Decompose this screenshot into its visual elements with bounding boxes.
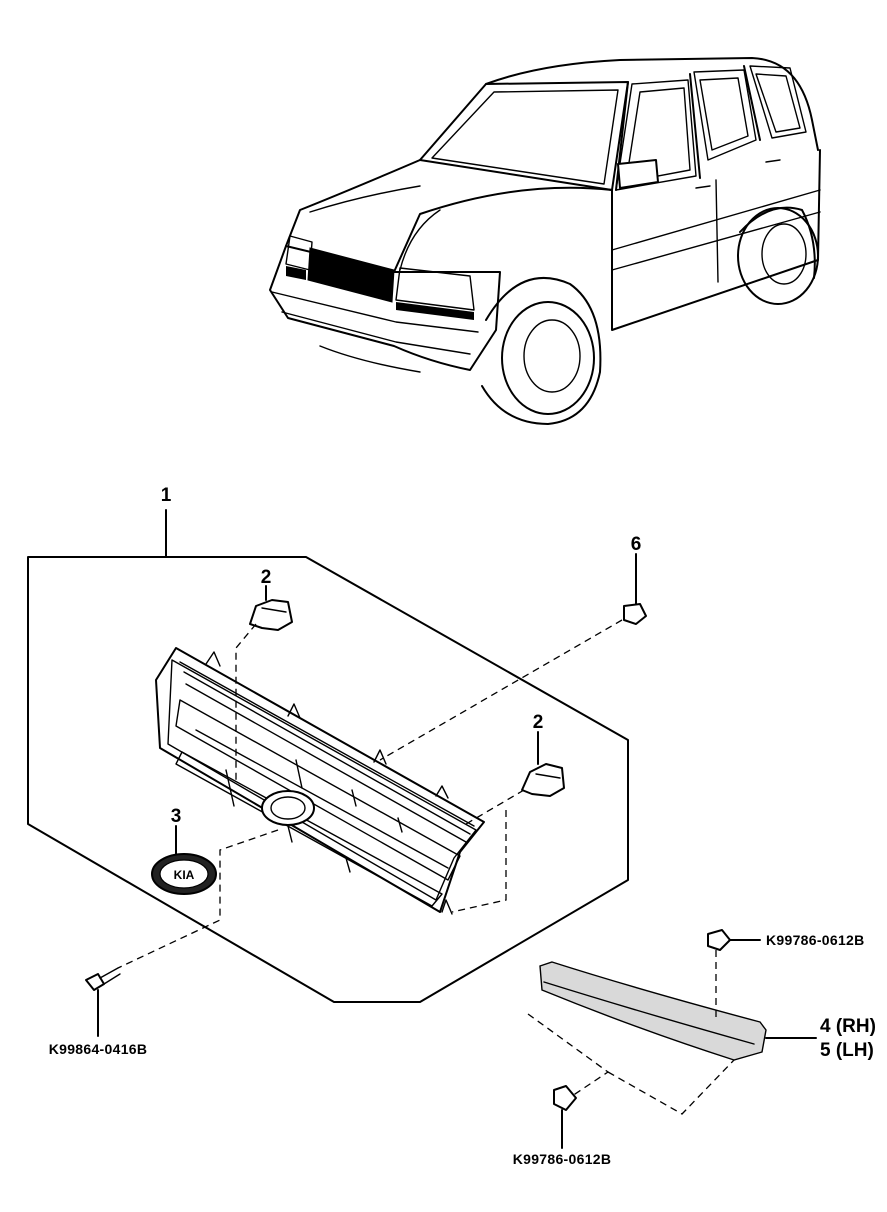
assembly-guide-lines xyxy=(117,619,735,1115)
part-number-clip-lower: K99786-0612B xyxy=(513,1151,612,1167)
clip-6: 6 xyxy=(623,534,647,625)
emblem: KIA 3 xyxy=(151,806,217,895)
screw-fastener: K99864-0416B xyxy=(49,967,148,1057)
part-number-screw: K99864-0416B xyxy=(49,1041,148,1057)
molding-label-rh: 4 (RH) xyxy=(820,1016,876,1037)
callout-2-right: 2 xyxy=(533,712,544,733)
bracket-right: 2 xyxy=(521,712,565,797)
vehicle-grille-highlight xyxy=(307,247,395,303)
callout-3: 3 xyxy=(171,806,182,827)
molding-label-lh: 5 (LH) xyxy=(820,1040,874,1061)
callout-6: 6 xyxy=(631,534,642,555)
part-number-clip-upper: K99786-0612B xyxy=(766,932,865,948)
radiator-grille xyxy=(155,647,485,915)
molding-clip-lower: K99786-0612B xyxy=(513,1085,612,1167)
vehicle-illustration xyxy=(269,57,821,425)
callout-1: 1 xyxy=(161,485,172,506)
assembly-outline: 1 xyxy=(27,485,629,1003)
emblem-logo-text: KIA xyxy=(174,868,195,882)
callout-2-left: 2 xyxy=(261,567,272,588)
bracket-left: 2 xyxy=(249,567,293,631)
grille-molding: 4 (RH) 5 (LH) xyxy=(539,961,876,1061)
molding-clip-upper: K99786-0612B xyxy=(707,929,865,951)
